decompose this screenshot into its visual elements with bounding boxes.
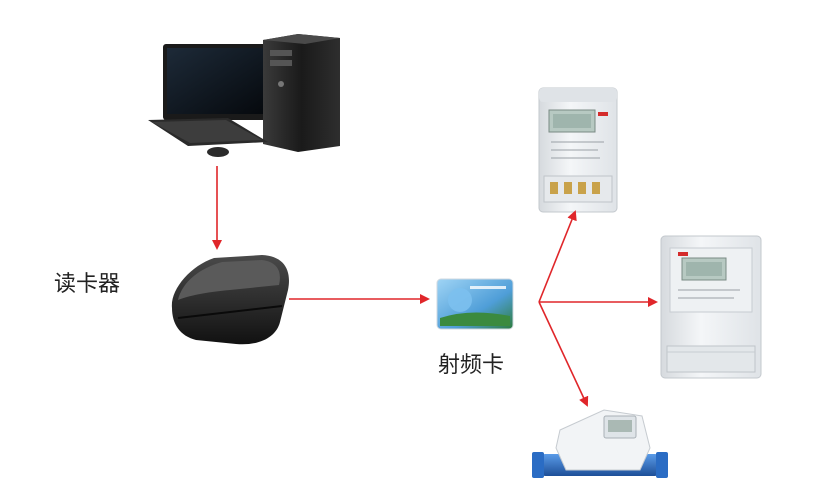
arrow-card-to-water-meter <box>538 301 589 407</box>
rf-card-label: 射频卡 <box>438 353 505 378</box>
flow-arrows <box>212 166 658 407</box>
rf-card-icon <box>436 278 514 330</box>
card-reader-label: 读卡器 <box>54 272 121 297</box>
electric-meter-icon <box>660 235 762 379</box>
arrow-card-to-single-phase-meter <box>538 210 577 303</box>
electric-meter-icon <box>538 87 618 213</box>
water-meter-icon <box>532 409 668 478</box>
card-reader-icon <box>171 255 289 345</box>
desktop-computer-icon <box>148 34 340 157</box>
